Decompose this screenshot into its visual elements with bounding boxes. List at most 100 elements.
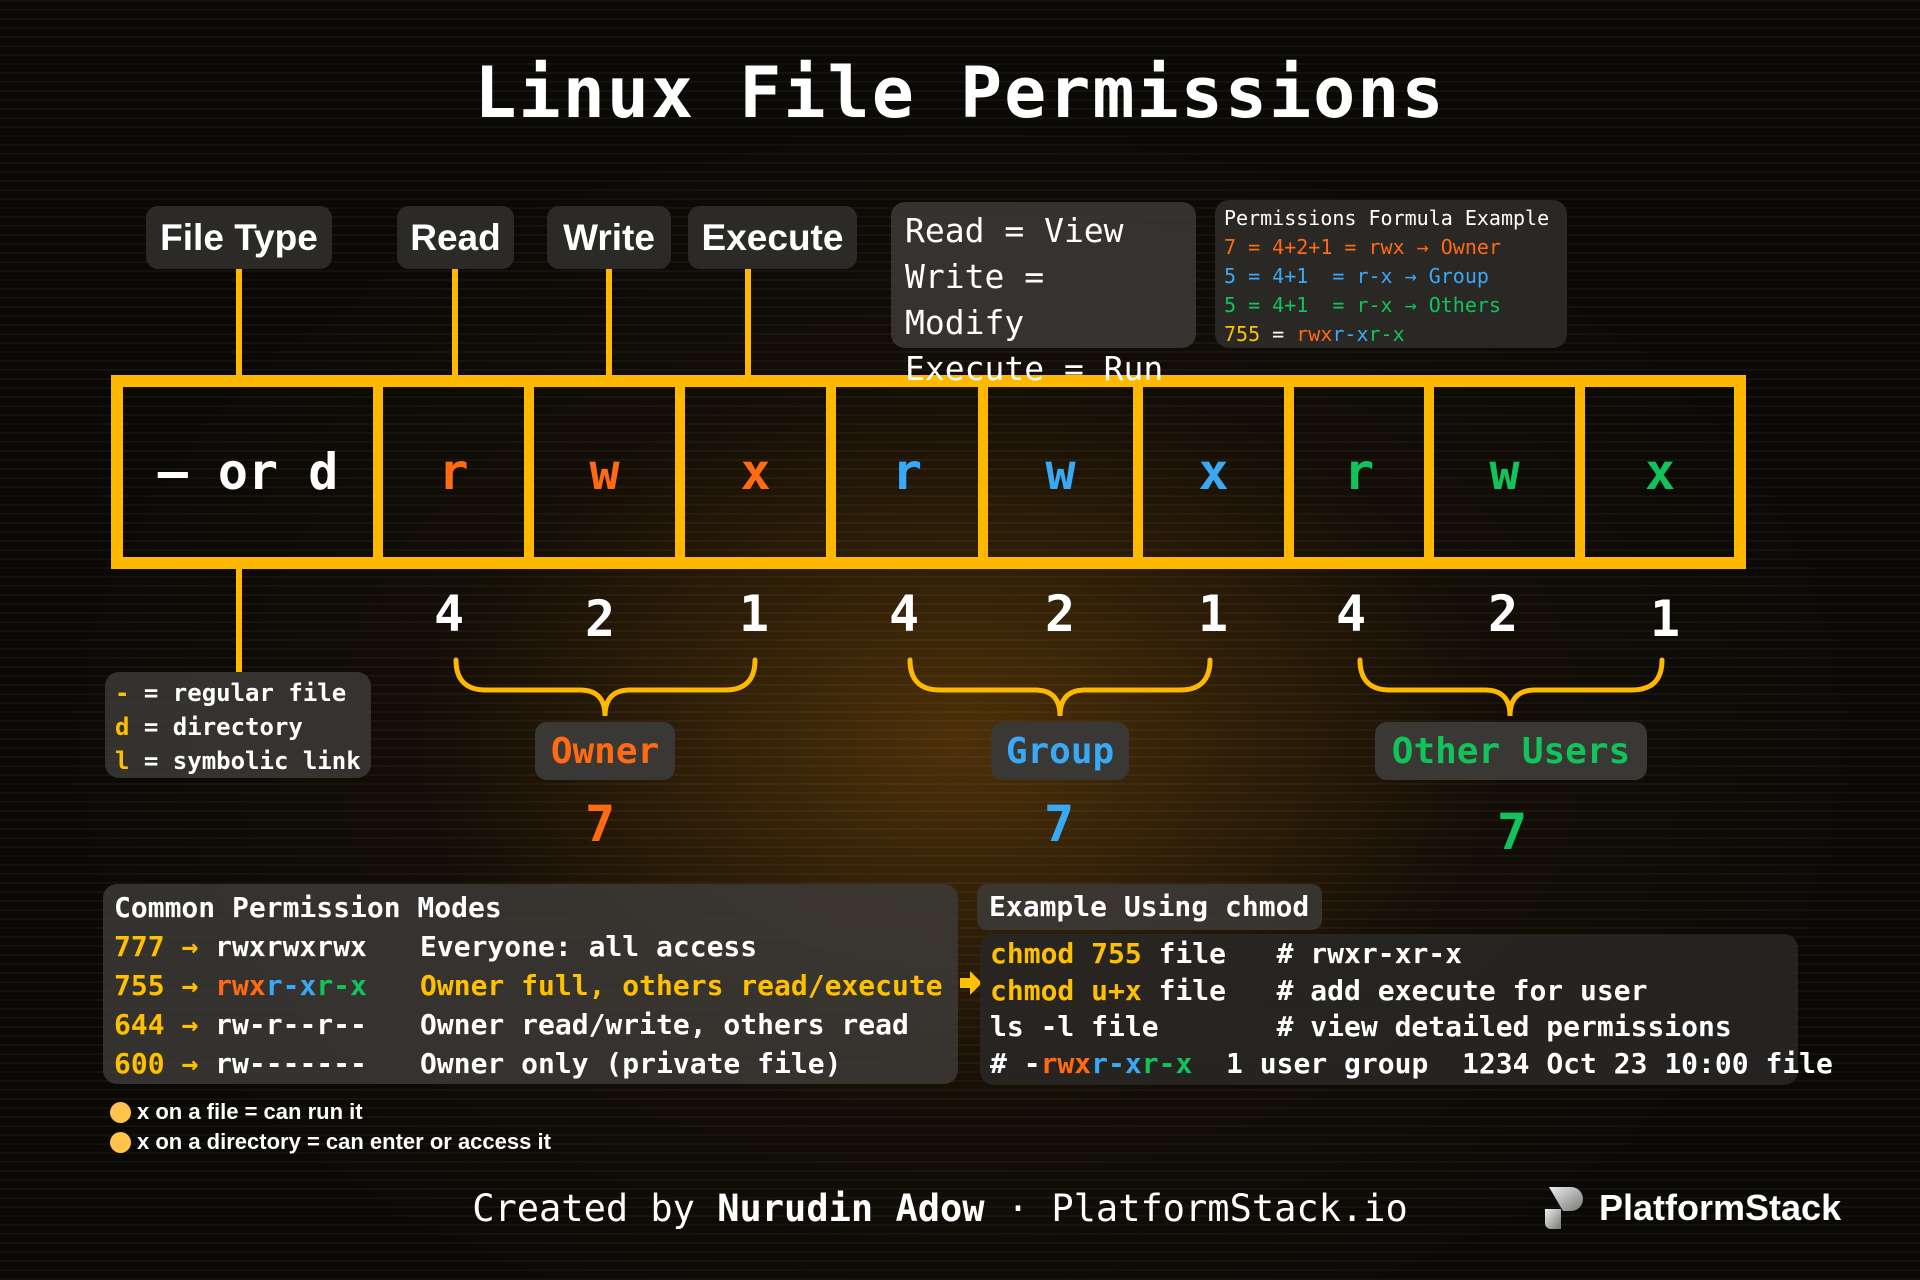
badge-others: Other Users [1375, 722, 1647, 780]
mode-num: 777 [114, 930, 165, 963]
cell-group-write: w [1045, 443, 1076, 501]
cell-group-execute: x [1198, 443, 1229, 501]
formula-total-group: r-x [1332, 322, 1369, 346]
legend-value: = regular file [129, 679, 347, 707]
meaning-write: Write = Modify [905, 257, 1045, 342]
formula-total-others: r-x [1368, 322, 1405, 346]
mode-perm-group: r-x [265, 969, 317, 1002]
owner-value: 7 [584, 795, 616, 853]
cell-owner-read: r [438, 443, 469, 501]
weight: 4 [888, 585, 920, 643]
code-prefix: # - [990, 1046, 1041, 1080]
brace-group [907, 657, 1213, 717]
cell-others-read: r [1343, 443, 1375, 501]
label-write: Write [547, 206, 671, 269]
code-rest: 1 user group 1234 Oct 23 10:00 file [1192, 1046, 1833, 1080]
note-text: x on a file = can run it [137, 1099, 363, 1124]
code-line: ls -l file # view detailed permissions [990, 1010, 1732, 1043]
weight: 1 [1649, 590, 1681, 648]
formula-total: 755 = rwxr-xr-x [1224, 320, 1558, 349]
mode-desc: Owner only (private file) [420, 1047, 842, 1080]
mode-desc: Everyone: all access [420, 930, 758, 963]
arrow-icon: → [181, 1008, 199, 1041]
code-owner: rwx [1040, 1046, 1092, 1080]
formula-total-num: 755 [1224, 322, 1261, 346]
code-line: chmod u+x file # add execute for user [990, 973, 1788, 1010]
weight: 4 [433, 585, 465, 643]
footer-site: · PlatformStack.io [984, 1187, 1408, 1230]
code-rest: file # add execute for user [1141, 973, 1648, 1007]
code-rest: file # rwxr-xr-x [1141, 937, 1463, 970]
meaning-execute: Execute = Run [905, 349, 1164, 388]
file-type-legend: - = regular file d = directory l = symbo… [105, 672, 371, 778]
arrow-right-icon [960, 971, 982, 995]
legend-key: - [115, 679, 130, 707]
formula-owner: 7 = 4+2+1 = rwx → Owner [1224, 235, 1501, 259]
code-group: r-x [1091, 1046, 1142, 1080]
cell-others-execute: x [1644, 443, 1676, 501]
label-execute: Execute [688, 206, 857, 269]
footer-author: Nurudin Adow [717, 1187, 985, 1230]
platformstack-logo: PlatformStack [1543, 1185, 1841, 1231]
cell-group-read: r [891, 443, 923, 501]
mode-num: 600 [114, 1047, 165, 1080]
mode-perm-others: r-x [316, 969, 367, 1002]
mode-row: 777 → rwxrwxrwx Everyone: all access [114, 927, 947, 966]
code-cmd: chmod 755 [990, 937, 1142, 970]
mode-desc: Owner full, others read/execute [420, 969, 943, 1002]
bullet-icon [110, 1101, 131, 1123]
formula-others: 5 = 4+1 = r-x → Others [1224, 293, 1501, 317]
cell-others-write: w [1489, 443, 1520, 501]
legend-key: d [115, 713, 130, 741]
formula-total-owner: rwx [1296, 322, 1333, 346]
group-value: 7 [1043, 795, 1075, 853]
code-line: chmod 755 file # rwxr-xr-x [990, 936, 1788, 973]
weight: 1 [1197, 585, 1229, 643]
cell-owner-write: w [589, 443, 620, 501]
legend-item: d = directory [115, 710, 361, 744]
footer-pre: Created by [472, 1187, 718, 1230]
logo-icon [1545, 1187, 1583, 1229]
formula-total-eq: = [1260, 322, 1297, 346]
cell-file-type: – or d [157, 443, 339, 501]
cell-owner-execute: x [740, 443, 771, 501]
mode-desc: Owner read/write, others read [420, 1008, 909, 1041]
formula-panel: Permissions Formula Example 7 = 4+2+1 = … [1215, 200, 1567, 348]
note-text: x on a directory = can enter or access i… [137, 1129, 551, 1154]
code-others: r-x [1141, 1046, 1193, 1080]
mode-num: 644 [114, 1008, 165, 1041]
legend-value: = directory [129, 713, 303, 741]
badge-owner: Owner [535, 722, 675, 780]
formula-group: 5 = 4+1 = r-x → Group [1224, 264, 1489, 288]
others-value: 7 [1496, 803, 1528, 861]
permission-bar-frame [111, 375, 1746, 569]
bullet-icon [110, 1131, 131, 1153]
arrow-icon: → [181, 1047, 199, 1080]
weight: 2 [584, 590, 616, 648]
meaning-panel: Read = View Write = Modify Execute = Run [891, 202, 1196, 388]
mode-row: 644 → rw-r--r-- Owner read/write, others … [114, 1005, 947, 1044]
mode-num: 755 [114, 969, 165, 1002]
legend-item: - = regular file [115, 676, 361, 710]
mode-perm: rw-r--r-- [215, 1008, 367, 1041]
label-read: Read [397, 206, 514, 269]
brace-owner [453, 657, 758, 717]
mode-perm: rwxrwxrwx [215, 930, 367, 963]
mode-perm: rw------- [215, 1047, 367, 1080]
weight: 4 [1335, 585, 1367, 643]
brace-others [1357, 657, 1665, 717]
chmod-title: Example Using chmod [977, 884, 1322, 930]
label-file-type: File Type [146, 206, 332, 269]
legend-key: l [115, 747, 130, 775]
arrow-icon: → [181, 930, 199, 963]
weight: 2 [1044, 585, 1076, 643]
legend-value: = symbolic link [129, 747, 361, 775]
footer-credit: Created by Nurudin Adow · PlatformStack.… [0, 1187, 1880, 1230]
arrow-icon: → [181, 969, 199, 1002]
mode-perm-owner: rwx [215, 969, 266, 1002]
code-line: # -rwxr-xr-x 1 user group 1234 Oct 23 10… [990, 1046, 1833, 1083]
logo-text: PlatformStack [1599, 1187, 1842, 1228]
legend-item: l = symbolic link [115, 744, 361, 778]
